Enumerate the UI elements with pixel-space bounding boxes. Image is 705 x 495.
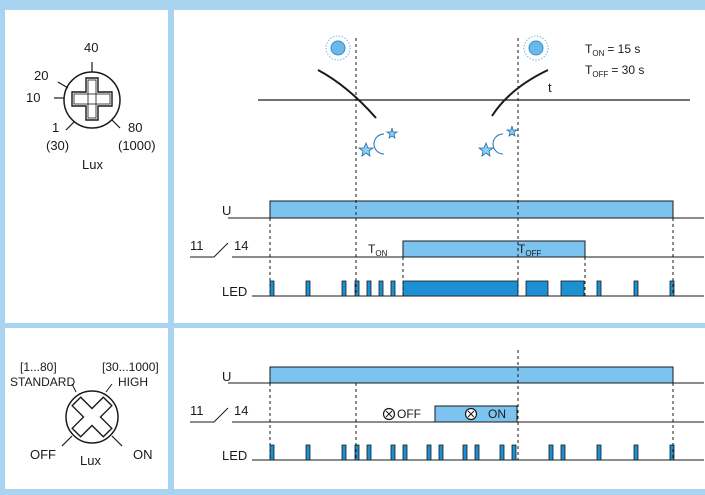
contact-symbol <box>190 407 229 423</box>
frame-row-divider <box>0 323 705 328</box>
light-curve-area: TON= 15 s TOFF= 30 s t <box>258 35 690 157</box>
contact-label-11: 11 <box>190 403 204 418</box>
led-pulse <box>426 444 432 461</box>
relay-on-pulse <box>402 240 586 258</box>
led-pulse <box>548 444 554 461</box>
u-supply-pulse <box>269 366 674 384</box>
force-off-icon <box>382 407 396 421</box>
svg-text:TOFF= 30 s: TOFF= 30 s <box>585 63 644 79</box>
led-pulse <box>341 280 347 297</box>
led-label: LED <box>222 448 247 463</box>
u-label: U <box>222 369 231 384</box>
led-pulse <box>366 444 372 461</box>
light-falling-curve <box>317 69 377 119</box>
u-label: U <box>222 203 231 218</box>
dial-tick-80: 80 <box>128 120 142 135</box>
sun-icon <box>523 35 549 61</box>
dial-cross-slot <box>71 396 113 438</box>
toff-subscript: OFF <box>592 70 608 79</box>
sun-icon <box>325 35 351 61</box>
timing-legend: TON= 15 s TOFF= 30 s <box>585 42 644 79</box>
ton-value: = 15 s <box>607 42 640 56</box>
on-state-text: ON <box>488 407 506 421</box>
led-pulse <box>596 444 602 461</box>
led-pulse <box>269 280 275 297</box>
mode-dial-bottom: [1...80] STANDARD [30...1000] HIGH OFF O… <box>10 360 159 468</box>
led-pulse <box>438 444 444 461</box>
mode-high: HIGH <box>118 375 148 389</box>
u-supply-pulse <box>269 200 674 219</box>
dial-tick-1000: (1000) <box>118 138 156 153</box>
dial-unit-lux: Lux <box>82 157 103 172</box>
event-markers <box>269 38 674 460</box>
lux-dial-top: 40 20 10 1 (30) 80 (1000) Lux <box>26 40 156 172</box>
frame-bottom-border <box>0 489 705 495</box>
led-pulse <box>378 280 384 297</box>
led-pulse <box>511 444 517 461</box>
mode-standard: STANDARD <box>10 375 75 389</box>
off-state-text: OFF <box>397 407 421 421</box>
led-pulse <box>462 444 468 461</box>
led-pulse <box>366 280 372 297</box>
top-signals: U 11 14 TON TOFF LED <box>190 200 704 299</box>
led-pulses-top <box>269 280 675 297</box>
led-label: LED <box>222 284 247 299</box>
frame-top-border <box>0 0 705 10</box>
led-pulse <box>269 444 275 461</box>
led-pulse <box>596 280 602 297</box>
toff-value: = 30 s <box>611 63 644 77</box>
ton-symbol: T <box>585 42 593 56</box>
dial-tick-30: (30) <box>46 138 69 153</box>
led-pulse <box>341 444 347 461</box>
led-pulse <box>669 444 675 461</box>
dial-tick-1: 1 <box>52 120 59 135</box>
range-high: [30...1000] <box>102 360 159 374</box>
led-pulse <box>354 280 360 297</box>
dial-off-label: OFF <box>30 447 56 462</box>
led-pulse <box>499 444 505 461</box>
moon-icon <box>477 125 519 157</box>
contact-label-11: 11 <box>190 238 204 253</box>
led-pulse <box>390 280 396 297</box>
force-on-icon <box>464 407 478 421</box>
led-pulse <box>633 280 639 297</box>
toff-marker: TOFF <box>518 242 541 258</box>
light-rising-curve <box>491 69 549 117</box>
led-pulse <box>669 280 675 297</box>
contact-symbol <box>190 242 229 258</box>
bottom-signals: U 11 14 OFF ON LED <box>190 366 704 463</box>
led-pulse <box>633 444 639 461</box>
led-pulse <box>560 444 566 461</box>
mode-dial-knob <box>65 390 119 444</box>
frame-left-border <box>0 0 5 495</box>
led-pulse <box>474 444 480 461</box>
contact-label-14: 14 <box>234 403 248 418</box>
dial-tick-10: 10 <box>26 90 40 105</box>
toff-symbol: T <box>585 63 593 77</box>
dial-tick-40: 40 <box>84 40 98 55</box>
svg-text:TON= 15 s: TON= 15 s <box>585 42 640 58</box>
led-pulse <box>525 280 549 297</box>
dial-on-label: ON <box>133 447 153 462</box>
frame-column-divider <box>168 0 174 495</box>
time-axis-label: t <box>548 80 552 95</box>
moon-icon <box>357 127 399 157</box>
dial-cross-slot <box>71 77 113 121</box>
led-pulse <box>305 280 311 297</box>
dial-unit-lux: Lux <box>80 453 101 468</box>
led-pulse <box>390 444 396 461</box>
range-standard: [1...80] <box>20 360 57 374</box>
contact-label-14: 14 <box>234 238 248 253</box>
led-pulse <box>354 444 360 461</box>
ton-subscript: ON <box>592 49 604 58</box>
led-pulse <box>305 444 311 461</box>
led-pulse <box>402 280 519 297</box>
led-pulse <box>560 280 585 297</box>
dial-tick-20: 20 <box>34 68 48 83</box>
led-pulses-bottom <box>269 444 675 461</box>
ton-marker: TON <box>368 242 388 258</box>
led-pulse <box>402 444 408 461</box>
